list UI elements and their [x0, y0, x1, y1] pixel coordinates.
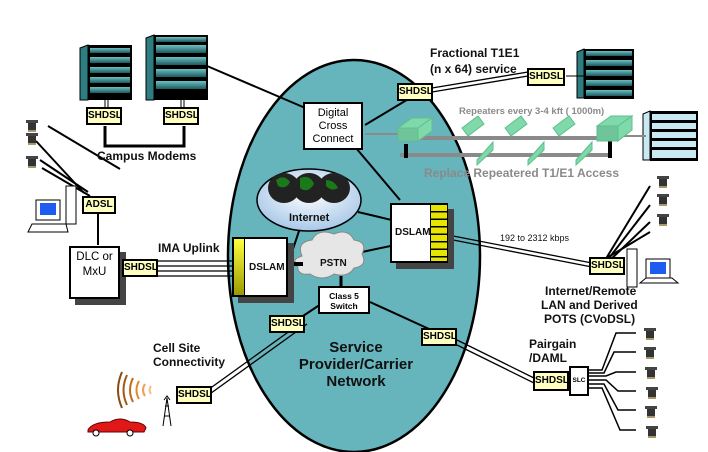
pairgain-label-2: /DAML [529, 351, 567, 365]
cell-site-label-1: Cell Site [153, 341, 201, 355]
dslam-right-ports [430, 205, 447, 261]
remote-lan-label-1: Internet/Remote [545, 284, 637, 298]
car [87, 418, 147, 437]
repeaters-label: Repeaters every 3-4 kft ( 1000m) [459, 106, 605, 117]
shdsl-modem-fractional-co: SHDSL [397, 83, 433, 101]
fractional-server [566, 48, 634, 99]
replace-repeatered-label: Replace Repeatered T1/E1 Access [424, 166, 619, 180]
pstn-label: PSTN [320, 258, 347, 269]
pairgain-label-1: Pairgain [529, 337, 577, 351]
shdsl-modem-campus-right: SHDSL [163, 107, 199, 125]
shdsl-modem-campus-left: SHDSL [86, 107, 122, 125]
dslam-right-label: DSLAM [395, 227, 431, 238]
carrier-network-label: Service Provider/Carrier Network [296, 339, 416, 390]
shdsl-modem-ima: SHDSL [122, 259, 158, 277]
adsl-modem: ADSL [82, 196, 116, 214]
dlc-mxu: DLC or MxU [69, 246, 120, 299]
ima-uplink-label: IMA Uplink [158, 241, 220, 255]
slc-fanout [587, 332, 636, 431]
campus-server-right [145, 34, 208, 101]
double-lines [156, 71, 593, 397]
carrier-network-text: Service Provider/Carrier Network [298, 339, 414, 390]
connection-lines [35, 65, 651, 335]
repeater-chain [365, 115, 646, 167]
shdsl-modem-pairgain-cpe: SHDSL [533, 371, 569, 391]
digital-cross-connect-label: Digital Cross Connect [312, 107, 354, 145]
internet-label: Internet [289, 212, 330, 224]
rate-label: 192 to 2312 kbps [500, 233, 570, 243]
right-computer [626, 248, 680, 288]
campus-modems-label: Campus Modems [97, 149, 197, 163]
class5-switch-label: Class 5 Switch [329, 291, 359, 311]
shdsl-modem-cell-co: SHDSL [269, 315, 305, 333]
shdsl-modem-fractional-cpe: SHDSL [527, 68, 565, 86]
dlc-mxu-label: DLC or MxU [76, 251, 113, 278]
shdsl-modem-cell-site: SHDSL [176, 386, 212, 404]
shdsl-modem-pairgain-co: SHDSL [421, 328, 457, 346]
shdsl-modem-remote-lan: SHDSL [589, 257, 625, 275]
phones-right [657, 176, 669, 226]
radio-waves [117, 371, 152, 409]
phones-slc [644, 328, 658, 438]
t1-server [642, 110, 698, 161]
slc-label: SLC [572, 377, 586, 384]
remote-lan-label-2: LAN and Derived [541, 298, 638, 312]
campus-link [103, 100, 186, 148]
left-computer [27, 185, 77, 233]
remote-lan-label-3: POTS (CVoDSL) [544, 312, 636, 326]
internet-globe [256, 168, 362, 232]
digital-cross-connect: Digital Cross Connect [303, 102, 363, 150]
class5-switch: Class 5 Switch [318, 286, 370, 314]
cell-site-label-2: Connectivity [153, 355, 226, 369]
dslam-left-strip [234, 239, 245, 295]
fractional-label-1: Fractional T1E1 [430, 46, 520, 60]
dslam-left-label: DSLAM [249, 262, 285, 273]
slc-box: SLC [569, 366, 589, 396]
cell-tower [162, 395, 172, 427]
pstn-cloud [294, 231, 365, 279]
fractional-label-2: (n x 64) service [430, 62, 517, 76]
campus-server-left [79, 44, 132, 101]
phones-left [26, 120, 38, 168]
